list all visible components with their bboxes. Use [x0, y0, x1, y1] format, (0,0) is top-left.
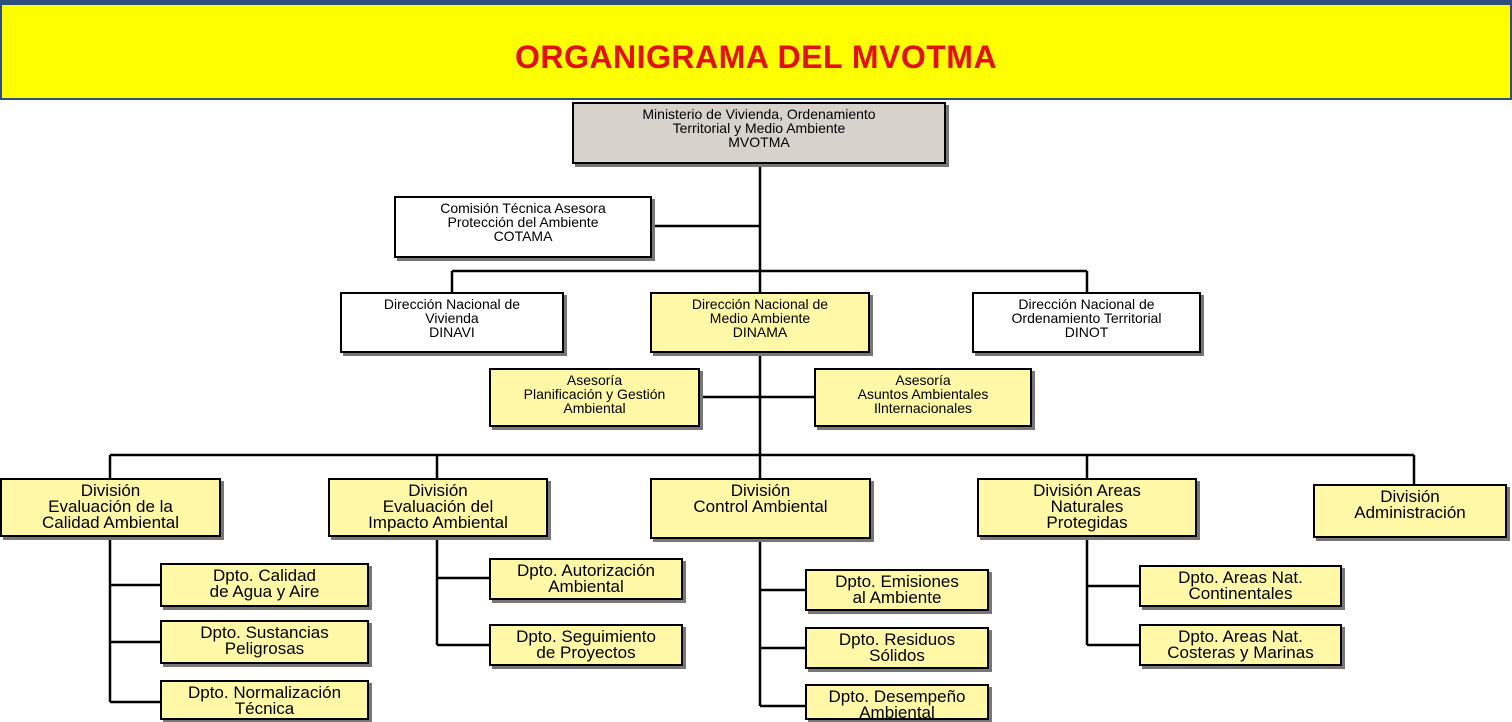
- node-dpto-normalizacion: Dpto. Normalización Técnica: [160, 680, 369, 720]
- node-div-impacto-label: División Evaluación del Impacto Ambienta…: [368, 481, 508, 532]
- node-dpto-continentales-label: Dpto. Areas Nat. Continentales: [1178, 568, 1303, 603]
- node-div-admin-label: División Administración: [1354, 487, 1466, 522]
- node-dpto-desempeno: Dpto. Desempeño Ambiental: [805, 684, 989, 722]
- node-dpto-residuos: Dpto. Residuos Sólidos: [805, 627, 989, 669]
- node-dinavi: Dirección Nacional de Vivienda DINAVI: [340, 292, 564, 353]
- node-asesoria-internacionales: Asesoría Asuntos Ambientales Ilnternacio…: [814, 368, 1032, 427]
- node-div-admin: División Administración: [1313, 484, 1507, 538]
- node-dpto-emisiones-label: Dpto. Emisiones al Ambiente: [835, 572, 959, 607]
- node-dpto-autorizacion-label: Dpto. Autorización Ambiental: [517, 561, 655, 596]
- node-dinama-label: Dirección Nacional de Medio Ambiente DIN…: [691, 296, 829, 340]
- node-div-control: División Control Ambiental: [650, 478, 871, 539]
- node-dpto-residuos-label: Dpto. Residuos Sólidos: [838, 630, 956, 665]
- node-div-calidad-label: División Evaluación de la Calidad Ambien…: [41, 481, 180, 532]
- top-border: [0, 0, 1512, 5]
- node-dpto-continentales: Dpto. Areas Nat. Continentales: [1139, 565, 1342, 607]
- node-dinot-label: Dirección Nacional de Ordenamiento Terri…: [1011, 296, 1162, 340]
- node-cotama: Comisión Técnica Asesora Protección del …: [394, 196, 652, 258]
- node-dinama: Dirección Nacional de Medio Ambiente DIN…: [650, 292, 870, 353]
- node-dpto-agua-aire: Dpto. Calidad de Agua y Aire: [160, 563, 369, 607]
- node-div-control-label: División Control Ambiental: [693, 481, 828, 516]
- page-title: ORGANIGRAMA DEL MVOTMA: [514, 39, 998, 75]
- node-dinavi-label: Dirección Nacional de Vivienda DINAVI: [383, 296, 521, 340]
- node-dpto-seguimiento: Dpto. Seguimiento de Proyectos: [489, 624, 683, 666]
- title-banner: ORGANIGRAMA DEL MVOTMA: [0, 5, 1512, 100]
- node-ministerio-label: Ministerio de Vivienda, Ordenamiento Ter…: [642, 106, 876, 150]
- node-dpto-emisiones: Dpto. Emisiones al Ambiente: [805, 569, 989, 611]
- node-dpto-agua-aire-label: Dpto. Calidad de Agua y Aire: [209, 566, 320, 601]
- node-div-impacto: División Evaluación del Impacto Ambienta…: [328, 478, 548, 537]
- node-div-calidad: División Evaluación de la Calidad Ambien…: [0, 478, 221, 537]
- node-dpto-sustancias: Dpto. Sustancias Peligrosas: [160, 620, 369, 664]
- node-asesoria-planificacion-label: Asesoría Planificación y Gestión Ambient…: [523, 372, 666, 416]
- node-dpto-seguimiento-label: Dpto. Seguimiento de Proyectos: [516, 627, 656, 662]
- node-ministerio: Ministerio de Vivienda, Ordenamiento Ter…: [572, 102, 946, 164]
- node-asesoria-internacionales-label: Asesoría Asuntos Ambientales Ilnternacio…: [857, 372, 989, 416]
- node-dpto-sustancias-label: Dpto. Sustancias Peligrosas: [200, 623, 329, 658]
- node-cotama-label: Comisión Técnica Asesora Protección del …: [440, 200, 606, 244]
- node-dinot: Dirección Nacional de Ordenamiento Terri…: [972, 292, 1201, 353]
- node-dpto-desempeno-label: Dpto. Desempeño Ambiental: [828, 687, 966, 722]
- node-dpto-normalizacion-label: Dpto. Normalización Técnica: [187, 683, 342, 718]
- node-asesoria-planificacion: Asesoría Planificación y Gestión Ambient…: [489, 368, 700, 427]
- node-dpto-autorizacion: Dpto. Autorización Ambiental: [489, 558, 683, 600]
- node-dpto-costeras-label: Dpto. Areas Nat. Costeras y Marinas: [1167, 627, 1314, 662]
- node-div-areas-label: División Areas Naturales Protegidas: [1033, 481, 1141, 532]
- node-dpto-costeras: Dpto. Areas Nat. Costeras y Marinas: [1139, 624, 1342, 666]
- node-div-areas: División Areas Naturales Protegidas: [977, 478, 1197, 537]
